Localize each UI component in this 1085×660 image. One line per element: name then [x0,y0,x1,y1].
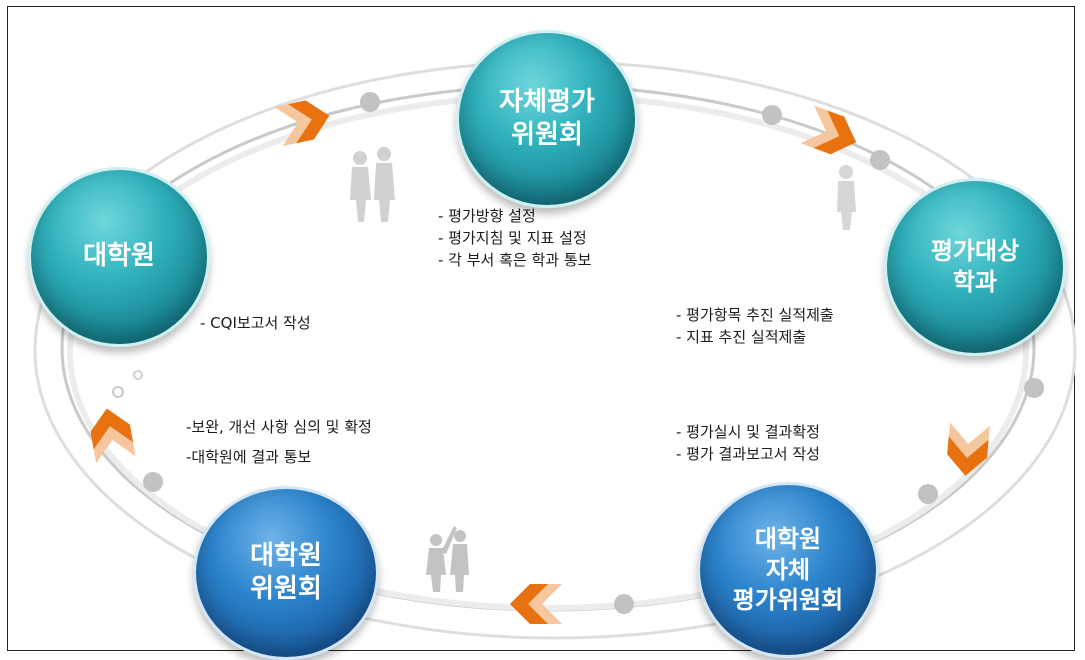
people-silhouette-icon [350,147,395,222]
chevron-arrow-icon [800,105,857,155]
note-line: - 평가 결과보고서 작성 [676,445,820,463]
note-right-upper: - 평가항목 추진 실적제출 - 지표 추진 실적제출 [676,304,834,348]
node-self-eval-committee: 자체평가 위원회 [456,30,638,208]
ring-dot [762,105,782,125]
ring-dot [143,472,163,492]
ring-dot [870,150,890,170]
chevron-arrow-icon [510,584,562,624]
people-silhouette-icon [837,165,856,230]
note-right-lower: - 평가실시 및 결과확정 - 평가 결과보고서 작성 [676,421,820,465]
note-line: - 지표 추진 실적제출 [676,328,807,346]
note-left-lower: -보완, 개선 사항 심의 및 확정 -대학원에 결과 통보 [186,412,372,472]
note-line: - 평가실시 및 결과확정 [676,423,820,441]
node-target-department: 평가대상 학과 [884,178,1066,356]
chevron-arrow-icon [947,422,990,476]
chevron-arrow-icon [90,408,136,464]
note-line: -대학원에 결과 통보 [186,448,312,466]
note-line: - CQI보고서 작성 [200,314,311,332]
ring-dot [360,92,380,112]
chevron-arrow-icon [274,100,330,147]
node-gs-committee: 대학원 위원회 [193,486,379,660]
note-line: - 각 부서 혹은 학과 통보 [438,251,592,269]
note-line: - 평가방향 설정 [438,207,536,225]
ring-dot [133,370,143,380]
people-silhouette-icon [426,526,469,592]
ring-dot [918,484,938,504]
note-line: - 평가항목 추진 실적제출 [676,306,834,324]
note-top-center: - 평가방향 설정 - 평가지침 및 지표 설정 - 각 부서 혹은 학과 통보 [438,205,591,271]
ring-dot [1024,378,1044,398]
note-line: -보완, 개선 사항 심의 및 확정 [186,418,372,436]
node-gs-self-eval-committee: 대학원 자체 평가위원회 [697,482,879,658]
ring-dot [112,386,124,398]
node-graduate-school: 대학원 [28,167,210,347]
note-line: - 평가지침 및 지표 설정 [438,229,587,247]
note-left-upper: - CQI보고서 작성 [200,312,311,334]
ring-dot [614,594,634,614]
